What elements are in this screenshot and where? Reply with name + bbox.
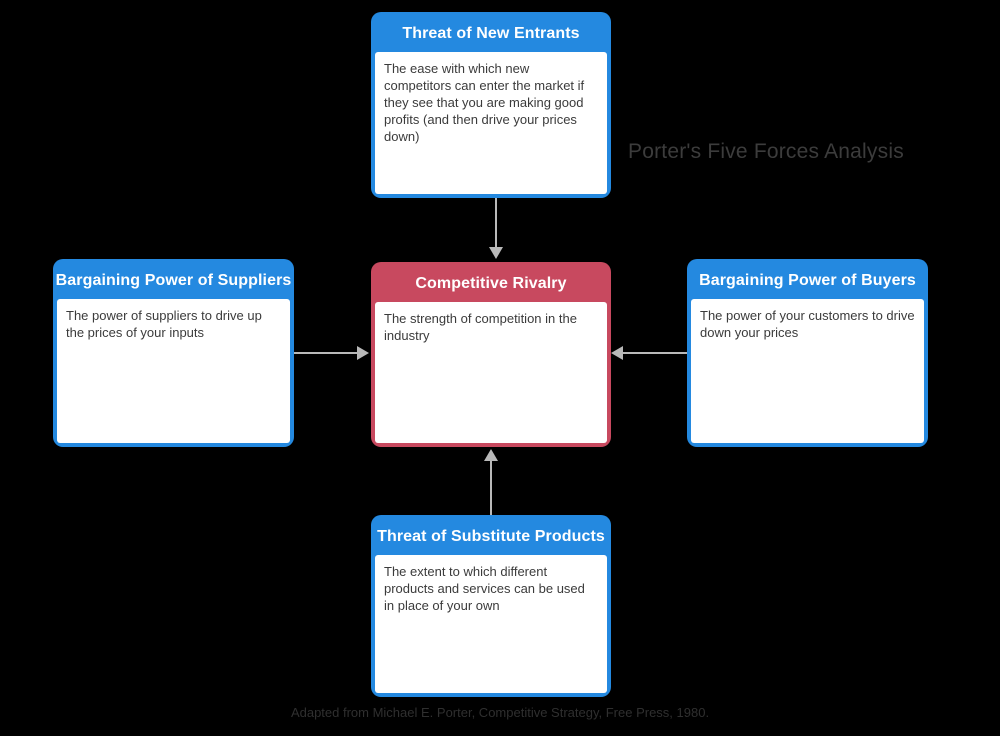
force-box-bargaining-power-of-suppliers[interactable]: Bargaining Power of Suppliers The power … (53, 259, 294, 447)
diagram-title: Porter's Five Forces Analysis (628, 140, 904, 163)
force-title-bargaining-power-of-suppliers: Bargaining Power of Suppliers (55, 272, 292, 289)
force-description-threat-of-new-entrants: The ease with which new competitors can … (375, 52, 607, 194)
force-title-bargaining-power-of-buyers: Bargaining Power of Buyers (699, 272, 916, 289)
connector-line (490, 457, 492, 517)
arrowhead-right-icon (357, 346, 369, 360)
connector-line (620, 352, 687, 354)
diagram-source-attribution: Adapted from Michael E. Porter, Competit… (290, 705, 710, 720)
arrowhead-up-icon (484, 449, 498, 461)
force-description-threat-of-substitute-products: The extent to which different products a… (375, 555, 607, 693)
force-title-threat-of-substitute-products: Threat of Substitute Products (377, 528, 605, 545)
arrowhead-down-icon (489, 247, 503, 259)
connector-line (495, 197, 497, 251)
connector-suppliers-to-rivalry (294, 346, 371, 360)
arrowhead-left-icon (611, 346, 623, 360)
connector-new-entrants-to-rivalry (489, 197, 503, 262)
force-title-competitive-rivalry: Competitive Rivalry (415, 275, 567, 292)
force-box-bargaining-power-of-buyers[interactable]: Bargaining Power of Buyers The power of … (687, 259, 928, 447)
force-description-bargaining-power-of-buyers: The power of your customers to drive dow… (691, 299, 924, 443)
force-description-bargaining-power-of-suppliers: The power of suppliers to drive up the p… (57, 299, 290, 443)
connector-line (294, 352, 361, 354)
connector-buyers-to-rivalry (611, 346, 687, 360)
force-box-competitive-rivalry[interactable]: Competitive Rivalry The strength of comp… (371, 262, 611, 447)
force-box-threat-of-substitute-products[interactable]: Threat of Substitute Products The extent… (371, 515, 611, 697)
connector-substitutes-to-rivalry (484, 447, 498, 517)
force-description-competitive-rivalry: The strength of competition in the indus… (375, 302, 607, 443)
force-title-threat-of-new-entrants: Threat of New Entrants (402, 25, 580, 42)
force-box-threat-of-new-entrants[interactable]: Threat of New Entrants The ease with whi… (371, 12, 611, 198)
